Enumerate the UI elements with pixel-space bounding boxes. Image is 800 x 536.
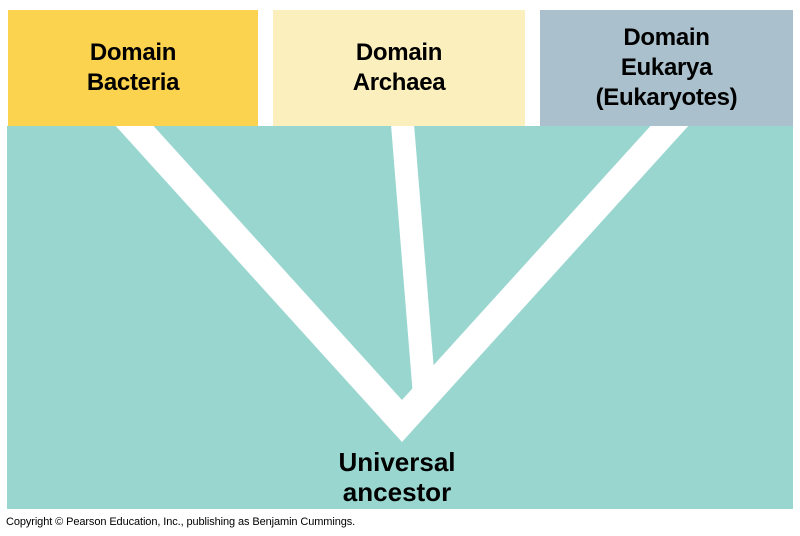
domain-eukarya-label-line2: Eukarya [620, 54, 713, 81]
universal-ancestor-line2: ancestor [342, 477, 452, 507]
domain-box-bacteria: Domain Bacteria [8, 10, 258, 126]
domain-eukarya-label-line1: Domain [623, 24, 710, 51]
branch-eukarya [402, 118, 696, 442]
universal-ancestor-label: Universal ancestor [338, 447, 455, 507]
domain-box-eukarya: Domain Eukarya (Eukaryotes) [540, 10, 793, 126]
copyright-footer: Copyright © Pearson Education, Inc., pub… [6, 516, 356, 528]
universal-ancestor-line1: Universal [338, 447, 456, 477]
domain-bacteria-label-line2: Bacteria [86, 69, 180, 96]
domain-archaea-label-line2: Archaea [352, 69, 446, 96]
domain-box-archaea: Domain Archaea [273, 10, 525, 126]
branch-bacteria [108, 118, 402, 442]
domain-bacteria-label-line1: Domain [89, 39, 177, 66]
domain-eukarya-label-line3: (Eukaryotes) [595, 84, 738, 111]
branch-archaea [390, 117, 437, 403]
domain-archaea-label-line1: Domain [355, 39, 443, 66]
